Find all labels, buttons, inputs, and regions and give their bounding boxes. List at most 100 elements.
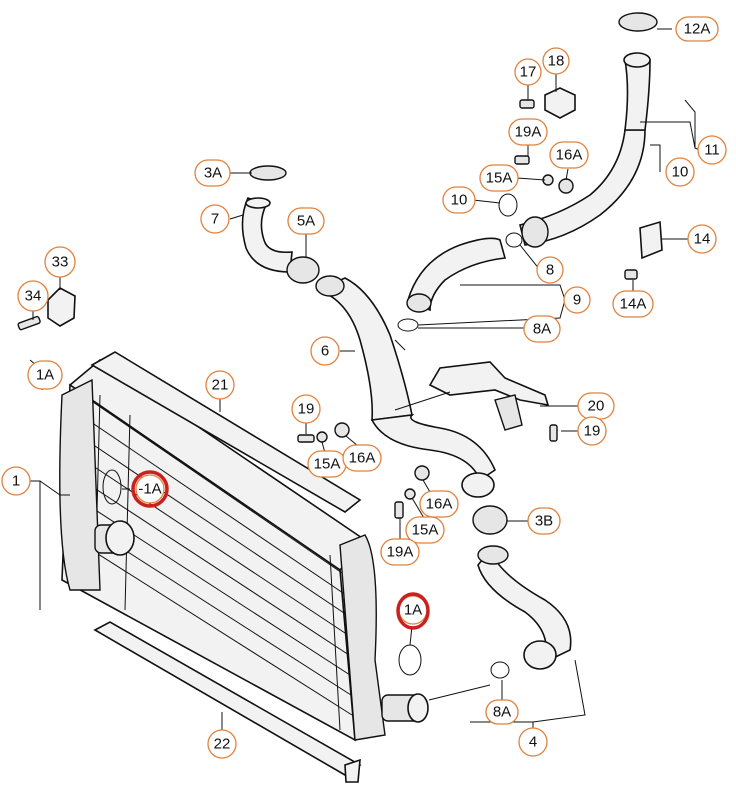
washer-15A-low	[404, 488, 416, 500]
callout-22: 22	[207, 729, 237, 759]
callout-14: 14	[687, 224, 717, 254]
callout-1A-circled: -1A	[131, 470, 169, 508]
callout-7: 7	[200, 204, 230, 234]
callout-19-right: 19	[577, 416, 607, 446]
callout-20: 20	[577, 392, 615, 420]
svg-text:15A: 15A	[486, 170, 513, 187]
svg-text:10: 10	[672, 164, 689, 181]
svg-text:33: 33	[52, 254, 69, 271]
o-ring-10	[498, 193, 518, 217]
o-ring-8A-low	[490, 661, 510, 679]
svg-text:5A: 5A	[297, 213, 315, 230]
svg-text:1A: 1A	[404, 602, 422, 619]
callout-9: 9	[563, 286, 591, 314]
svg-text:-1A: -1A	[138, 481, 161, 498]
callout-10-right: 10	[665, 157, 695, 187]
pipe-6	[315, 275, 496, 498]
svg-text:8: 8	[546, 262, 554, 279]
svg-text:16A: 16A	[426, 496, 453, 513]
svg-text:3A: 3A	[204, 165, 222, 182]
bolt-14A	[624, 269, 638, 280]
svg-text:1A: 1A	[36, 367, 54, 384]
svg-text:8A: 8A	[533, 321, 551, 338]
callout-3A: 3A	[194, 159, 231, 187]
hose-7	[241, 165, 293, 273]
callout-16A-low: 16A	[419, 490, 459, 518]
hose-4	[477, 545, 572, 670]
bolt-19A-top	[514, 155, 530, 165]
svg-text:19: 19	[298, 401, 315, 418]
svg-text:34: 34	[25, 288, 42, 305]
svg-text:19A: 19A	[515, 124, 542, 141]
callout-8A-top: 8A	[523, 315, 561, 343]
svg-text:10: 10	[451, 192, 468, 209]
core-left-inlet	[94, 520, 135, 556]
nut-16A-top	[558, 178, 574, 194]
clamp-5A	[286, 256, 320, 284]
callout-17: 17	[514, 58, 542, 86]
svg-text:20: 20	[588, 398, 605, 415]
callout-6: 6	[310, 336, 340, 366]
callout-11: 11	[697, 135, 727, 165]
clamp-3B	[472, 505, 508, 535]
callout-34: 34	[17, 280, 49, 312]
bolt-17	[519, 99, 535, 109]
callout-14A: 14A	[612, 290, 654, 318]
callout-18: 18	[542, 47, 570, 75]
bolt-19A-low	[394, 501, 404, 519]
callout-10-left: 10	[442, 186, 476, 214]
callout-4: 4	[518, 727, 548, 757]
callout-1A-circled-low: 1A	[396, 592, 430, 630]
bolt-19-right	[549, 424, 558, 442]
intercooler-core	[59, 351, 386, 783]
callout-1A-left: 1A	[27, 360, 63, 390]
callout-12A: 12A	[675, 16, 719, 42]
callout-3B: 3B	[527, 507, 561, 535]
callout-19-mid: 19	[291, 394, 321, 424]
svg-text:7: 7	[211, 211, 219, 228]
o-ring-1A-left	[102, 469, 122, 505]
callout-1: 1	[1, 466, 31, 496]
svg-text:1: 1	[12, 473, 20, 490]
svg-text:4: 4	[529, 734, 537, 751]
svg-text:3B: 3B	[535, 513, 553, 530]
callout-19A-top: 19A	[508, 118, 548, 146]
svg-text:11: 11	[704, 142, 720, 159]
svg-text:18: 18	[548, 53, 565, 70]
bolt-19-mid	[297, 434, 315, 443]
svg-text:17: 17	[520, 64, 537, 81]
core-right-outlet	[381, 693, 429, 723]
callout-5A: 5A	[287, 207, 325, 235]
svg-text:15A: 15A	[314, 456, 341, 473]
svg-text:19: 19	[584, 423, 601, 440]
nut-16A-mid	[334, 422, 350, 438]
callout-33: 33	[44, 246, 76, 278]
callout-16A-mid: 16A	[342, 444, 382, 472]
callout-16A-top: 16A	[549, 141, 589, 169]
svg-text:22: 22	[214, 736, 231, 753]
o-ring-8	[505, 232, 523, 248]
svg-text:16A: 16A	[556, 147, 583, 164]
callout-8A-low: 8A	[485, 699, 519, 725]
callout-19A-low: 19A	[380, 538, 420, 566]
callout-8-top: 8	[536, 256, 564, 284]
charge-pipe-9	[406, 129, 646, 313]
o-ring-8A-top	[397, 318, 419, 332]
callout-15A-mid: 15A	[307, 450, 347, 478]
svg-text:8A: 8A	[493, 704, 511, 721]
bracket-20	[428, 361, 550, 431]
bracket-33	[17, 287, 76, 331]
bracket-14	[639, 220, 663, 260]
svg-text:6: 6	[321, 343, 329, 360]
svg-text:14A: 14A	[620, 296, 647, 313]
svg-text:21: 21	[212, 377, 229, 394]
callout-15A-low: 15A	[405, 516, 445, 544]
svg-text:16A: 16A	[349, 450, 376, 467]
nut-16A-low	[414, 465, 430, 481]
callout-21: 21	[205, 370, 235, 400]
callout-15A-top: 15A	[479, 164, 519, 192]
pipe-12	[618, 12, 658, 131]
svg-text:9: 9	[573, 292, 581, 309]
svg-text:12A: 12A	[684, 21, 711, 38]
